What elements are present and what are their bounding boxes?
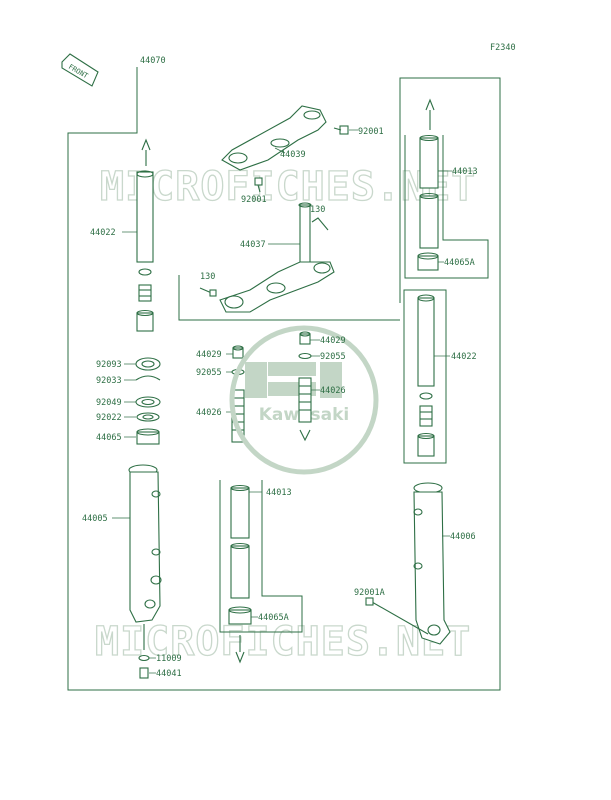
outer-tube-left (128, 464, 162, 623)
label-44039: 44039 (280, 150, 306, 160)
label-44029-left: 44029 (196, 350, 222, 360)
label-44041: 44041 (156, 669, 182, 679)
label-44029-right: 44029 (320, 336, 346, 346)
upper-triple-clamp (221, 105, 327, 171)
label-92049: 92049 (96, 398, 122, 408)
watermark-top: MICROFICHES.NET (100, 164, 476, 210)
seal-stack-left (135, 357, 161, 445)
label-44065A-bottom: 44065A (258, 613, 289, 623)
label-44037: 44037 (240, 240, 266, 250)
bolt-92001A (365, 597, 429, 635)
label-44006: 44006 (450, 532, 476, 542)
inner-tube-bottom (228, 484, 252, 664)
label-44005: 44005 (82, 514, 108, 524)
label-92055-right: 92055 (320, 352, 346, 362)
cylinder-right (417, 294, 435, 457)
label-92001-mid: 92001 (241, 195, 267, 205)
steering-stem (219, 202, 335, 313)
label-44022-right: 44022 (451, 352, 477, 362)
label-92022: 92022 (96, 413, 122, 423)
label-44026-left: 44026 (196, 408, 222, 418)
bolt-92001-mid (254, 177, 263, 193)
label-44026-right: 44026 (320, 386, 346, 396)
center-left-parts (231, 345, 245, 443)
label-92033: 92033 (96, 376, 122, 386)
bolt-92001-top (333, 125, 349, 135)
label-130-left: 130 (200, 272, 215, 282)
label-92093: 92093 (96, 360, 122, 370)
frame-right-top (404, 135, 489, 279)
watermark-bottom: MICROFICHES.NET (95, 619, 471, 665)
label-92055-left: 92055 (196, 368, 222, 378)
clip-130-right (311, 217, 329, 231)
label-11009: 11009 (156, 654, 182, 664)
inner-tube-right (417, 98, 439, 271)
drain-parts-left (138, 624, 150, 679)
label-44022-left: 44022 (90, 228, 116, 238)
outer-tube-right (413, 482, 451, 645)
label-44013-right: 44013 (452, 167, 478, 177)
label-44013-bottom: 44013 (266, 488, 292, 498)
frame-bottom-center (219, 480, 303, 633)
front-arrow-icon: FRONT (61, 53, 99, 87)
figure-code: F2340 (490, 43, 516, 53)
label-44070: 44070 (140, 56, 166, 66)
label-92001A: 92001A (354, 588, 385, 598)
label-130-right: 130 (310, 205, 325, 215)
center-right-parts (298, 331, 312, 442)
cylinder-left (136, 138, 154, 332)
label-44065A-right: 44065A (444, 258, 475, 268)
assembly-frame (67, 67, 501, 691)
frame-right-mid (403, 289, 447, 464)
label-92001-top: 92001 (358, 127, 384, 137)
label-44065: 44065 (96, 433, 122, 443)
bolt-130-left (199, 287, 217, 297)
